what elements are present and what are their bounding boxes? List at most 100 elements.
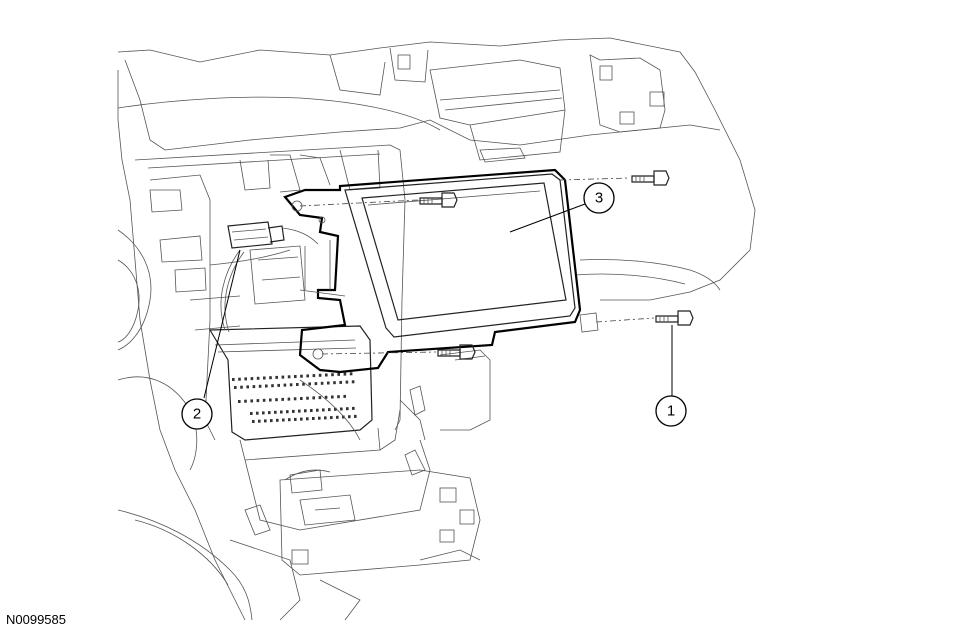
vent-hole xyxy=(330,416,333,420)
vent-hole xyxy=(258,384,262,388)
display-module xyxy=(283,168,582,374)
callout-3-label: 3 xyxy=(595,190,603,207)
vent-hole xyxy=(333,381,336,385)
vent-hole xyxy=(304,409,307,413)
vent-hole xyxy=(234,386,237,389)
vent-hole xyxy=(306,374,309,378)
vent-hole xyxy=(280,410,283,414)
vent-hole xyxy=(306,396,309,400)
vent-hole xyxy=(238,400,241,403)
vent-hole xyxy=(349,372,353,376)
vent-hole xyxy=(287,397,291,401)
vent-hole xyxy=(352,406,355,410)
bolt-centerlines xyxy=(299,177,655,355)
vent-hole xyxy=(287,375,291,379)
callout-1-label: 1 xyxy=(667,403,675,420)
vent-hole xyxy=(324,416,327,420)
vent-hole xyxy=(264,419,267,423)
vent-hole xyxy=(240,385,243,389)
lower-console-bracket xyxy=(229,449,481,621)
vent-hole xyxy=(337,395,340,399)
vent-hole xyxy=(354,414,357,418)
vent-hole xyxy=(232,378,235,381)
vent-hole xyxy=(269,376,272,380)
vent-hole xyxy=(286,410,289,414)
vent-hole xyxy=(331,395,334,399)
figure-id: N0099585 xyxy=(6,612,66,627)
vent-hole xyxy=(316,408,319,412)
callout-2-label: 2 xyxy=(193,406,201,423)
vent-hole xyxy=(314,382,318,386)
vent-hole xyxy=(250,412,253,415)
vent-hole xyxy=(258,419,261,423)
vent-hole xyxy=(306,417,309,421)
vent-hole xyxy=(308,382,311,386)
vent-hole xyxy=(281,397,284,401)
vent-hole xyxy=(289,383,293,387)
vent-hole xyxy=(298,409,301,413)
vent-hole xyxy=(250,377,254,381)
bolt xyxy=(655,310,694,326)
vent-hole xyxy=(262,411,265,415)
vent-hole xyxy=(256,399,260,403)
vent-hole xyxy=(337,372,340,376)
vent-hole xyxy=(325,373,328,377)
vent-hole xyxy=(312,417,315,420)
vent-hole xyxy=(300,374,303,378)
vent-hole xyxy=(318,396,322,400)
vent-hole xyxy=(274,410,277,414)
vent-hole xyxy=(244,377,247,381)
lower-chassis xyxy=(208,325,431,531)
dash-opening-structure xyxy=(134,144,406,441)
leader-lines xyxy=(203,203,673,399)
vent-hole xyxy=(327,381,330,385)
chassis-vent-holes xyxy=(232,372,357,423)
vent-hole xyxy=(312,396,315,400)
vent-hole xyxy=(328,408,331,412)
vent-hole xyxy=(238,377,241,381)
vent-hole xyxy=(348,415,351,419)
vent-hole xyxy=(312,374,316,378)
vent-hole xyxy=(331,373,334,377)
vent-hole xyxy=(270,419,273,423)
vent-hole xyxy=(275,375,278,379)
vent-hole xyxy=(275,398,278,402)
vent-hole xyxy=(276,418,279,422)
vent-hole xyxy=(269,398,272,402)
vent-hole xyxy=(345,380,349,384)
vent-hole xyxy=(310,409,313,412)
vent-hole xyxy=(252,385,256,389)
vent-hole xyxy=(346,407,349,411)
upper-dash-structure xyxy=(329,47,666,163)
vent-hole xyxy=(256,411,259,415)
vent-hole xyxy=(343,394,346,398)
vent-hole xyxy=(288,418,291,422)
vent-hole xyxy=(294,417,297,421)
vent-hole xyxy=(277,383,280,387)
vent-hole xyxy=(302,382,305,386)
bolt xyxy=(437,344,476,360)
vent-hole xyxy=(282,418,285,422)
vent-hole xyxy=(336,415,339,419)
vent-hole xyxy=(256,376,260,380)
vent-hole xyxy=(324,395,328,399)
vent-hole xyxy=(320,381,324,385)
vent-hole xyxy=(343,372,347,376)
vent-hole xyxy=(318,373,322,377)
vent-hole xyxy=(334,407,337,411)
vent-hole xyxy=(281,375,285,379)
instrument-panel-shell xyxy=(117,37,756,621)
bolt xyxy=(631,170,670,186)
vent-hole xyxy=(296,383,299,386)
bolts xyxy=(419,170,694,360)
electrical-connector xyxy=(227,221,319,249)
wiring-harness xyxy=(209,249,426,481)
vent-hole xyxy=(351,380,355,384)
vent-hole xyxy=(318,416,321,420)
callout-2: 2 xyxy=(181,398,213,430)
vent-hole xyxy=(292,409,295,413)
vent-hole xyxy=(339,380,342,384)
vent-hole xyxy=(246,385,249,389)
vent-hole xyxy=(262,398,266,402)
